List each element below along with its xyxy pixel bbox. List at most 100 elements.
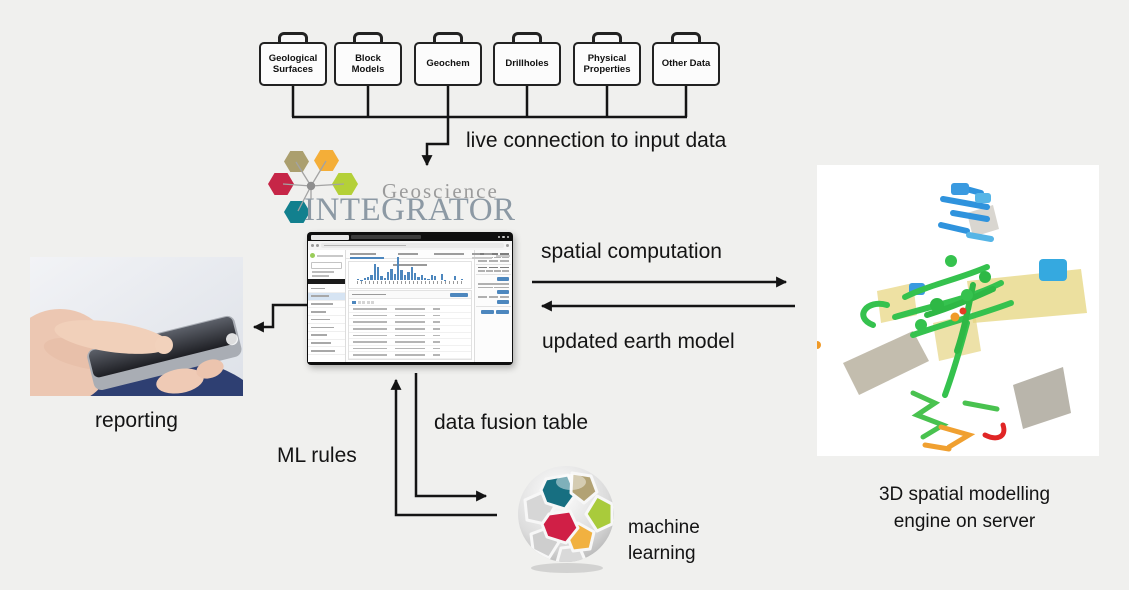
label-updated-earth-model: updated earth model	[542, 330, 735, 353]
briefcase-label: Geological Surfaces	[259, 42, 327, 86]
histogram-bar	[397, 256, 400, 281]
histogram-bar	[387, 272, 390, 281]
sidebar-item	[308, 332, 345, 340]
panel-button	[497, 276, 509, 281]
histogram-bar	[410, 267, 413, 281]
app-window	[308, 250, 512, 362]
histogram-bar	[417, 277, 420, 281]
logo-text-integrator: INTEGRATOR	[304, 192, 516, 228]
histogram-bar	[413, 273, 417, 281]
arrow-ml-rules	[390, 378, 497, 517]
logo-text-geoscience: Geoscience	[382, 179, 499, 203]
histogram-bar	[400, 270, 403, 281]
mini-table-rows	[349, 306, 471, 359]
ml-caption-line1: machine	[628, 517, 700, 538]
label-machine-learning: machine learning	[628, 515, 708, 567]
histogram-bar	[373, 263, 377, 281]
source-physical-properties: Physical Properties	[573, 32, 641, 86]
histogram-bar	[440, 273, 443, 281]
sidebar-item	[308, 308, 345, 317]
briefcase-label: Block Models	[334, 42, 402, 86]
chart-axis-ticks	[357, 281, 463, 285]
histogram-bar	[403, 274, 407, 281]
table-row	[349, 319, 471, 327]
panel-button	[497, 290, 509, 295]
reporting-photo	[30, 257, 243, 396]
spatial-model-image	[813, 165, 1099, 456]
table-row	[349, 326, 471, 333]
source-drillholes: Drillholes	[493, 32, 561, 86]
briefcase-label: Other Data	[652, 42, 720, 86]
integrator-app-screenshot	[307, 232, 513, 365]
histogram-bar	[453, 275, 457, 281]
app-logo	[308, 250, 345, 261]
label-data-fusion-table: data fusion table	[434, 411, 589, 434]
sidebar-section-header	[308, 278, 345, 285]
sidebar-item	[308, 340, 345, 348]
browser-tab	[311, 234, 349, 240]
back-icon	[311, 244, 314, 247]
app-right-panel	[474, 250, 512, 362]
histogram-bar	[370, 275, 373, 281]
browser-toolbar	[308, 241, 512, 250]
histogram-bar	[377, 266, 380, 281]
panel-footer-buttons	[478, 309, 509, 315]
table-row	[349, 333, 471, 340]
ml-caption-line2: learning	[628, 543, 696, 564]
sidebar-item	[308, 292, 345, 301]
panel-button	[497, 299, 509, 304]
logo-hexagon-orange-icon	[314, 150, 339, 171]
app-sidebar	[308, 250, 346, 362]
source-block-models: Block Models	[334, 32, 402, 86]
sidebar-item	[308, 301, 345, 309]
sidebar-text	[312, 274, 329, 277]
sidebar-item	[308, 316, 345, 325]
machine-learning-logo	[515, 462, 621, 574]
menu-icon	[506, 244, 509, 247]
histogram-bar	[383, 277, 387, 281]
histogram-bar	[360, 279, 363, 281]
records-table-panel	[348, 290, 472, 360]
histogram-bar	[407, 271, 410, 281]
histogram-panel	[348, 256, 472, 290]
histogram-bar	[430, 274, 433, 281]
table-row	[349, 306, 471, 313]
logo-hexagon-tan-icon	[284, 151, 309, 172]
table-pagination	[349, 299, 471, 307]
label-engine-caption: 3D spatial modelling engine on server	[832, 481, 1097, 535]
arrow-live-connection	[421, 117, 450, 167]
label-live-connection: live connection to input data	[466, 129, 727, 152]
pointing-finger-shape	[54, 320, 170, 354]
table-row	[349, 339, 471, 346]
sidebar-text	[312, 271, 335, 273]
chart-title-bar	[393, 264, 427, 267]
mini-histogram-bars	[357, 244, 463, 281]
table-row	[349, 346, 471, 353]
window-controls-icon	[497, 235, 509, 239]
table-row	[349, 352, 471, 359]
label-ml-rules: ML rules	[277, 444, 357, 467]
mine-model-illustration	[813, 165, 1099, 456]
histogram-bar	[357, 279, 360, 281]
table-action-button	[450, 293, 468, 298]
sidebar-button	[311, 262, 342, 269]
logo-hub-dot	[306, 181, 316, 191]
histogram-bar	[380, 275, 383, 281]
address-bar	[321, 243, 504, 248]
histogram-bar	[427, 279, 430, 281]
source-bus-lines	[291, 85, 688, 119]
table-header	[349, 291, 471, 300]
table-row	[349, 313, 471, 320]
engine-caption-line2: engine on server	[893, 511, 1036, 532]
histogram-bar	[420, 275, 423, 281]
histogram-bar	[433, 275, 437, 281]
label-reporting: reporting	[95, 409, 178, 432]
histogram-bar	[443, 279, 447, 281]
sidebar-item	[308, 324, 345, 332]
sidebar-item	[308, 285, 345, 293]
histogram-bar	[393, 273, 397, 281]
histogram-bar	[363, 278, 367, 281]
histogram-bar	[390, 269, 393, 281]
browser-titlebar	[308, 233, 512, 241]
